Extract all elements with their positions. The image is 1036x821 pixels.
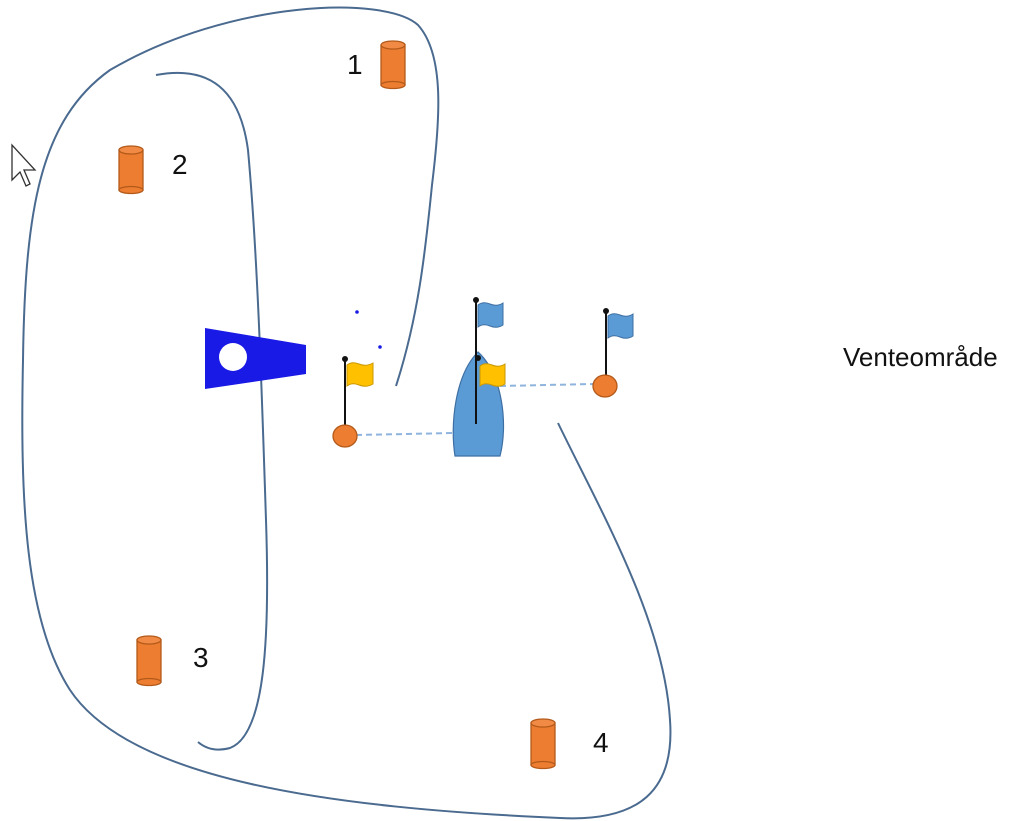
- mark-3-buoy: [136, 635, 162, 687]
- mark-4-buoy: [530, 718, 556, 770]
- small-dot: [378, 345, 382, 349]
- mark-2-buoy: [118, 145, 144, 195]
- mark-1-label: 1: [347, 49, 363, 80]
- yellow-flag-icon: [479, 363, 506, 388]
- start-line-left: [355, 432, 456, 436]
- outer-course-line: [21, 6, 672, 820]
- mark-4-label: 4: [593, 727, 609, 758]
- small-dot: [355, 310, 359, 314]
- start-line-right: [499, 383, 595, 387]
- mark-1-buoy: [380, 40, 406, 90]
- committee-boat-icon: [452, 297, 506, 457]
- mark-2-label: 2: [172, 149, 188, 180]
- blue-flag-icon: [477, 302, 504, 329]
- blue-flag-icon: [607, 313, 634, 340]
- yellow-flag-icon: [346, 362, 374, 388]
- mark-3-label: 3: [193, 642, 209, 673]
- inner-course-line: [155, 71, 269, 751]
- committee-flag-icon: [205, 328, 306, 389]
- pin-buoy-right: [592, 308, 634, 398]
- waiting-area-label: Venteområde: [843, 342, 998, 372]
- pin-buoy-left: [332, 356, 374, 448]
- mouse-pointer-icon: [11, 143, 37, 187]
